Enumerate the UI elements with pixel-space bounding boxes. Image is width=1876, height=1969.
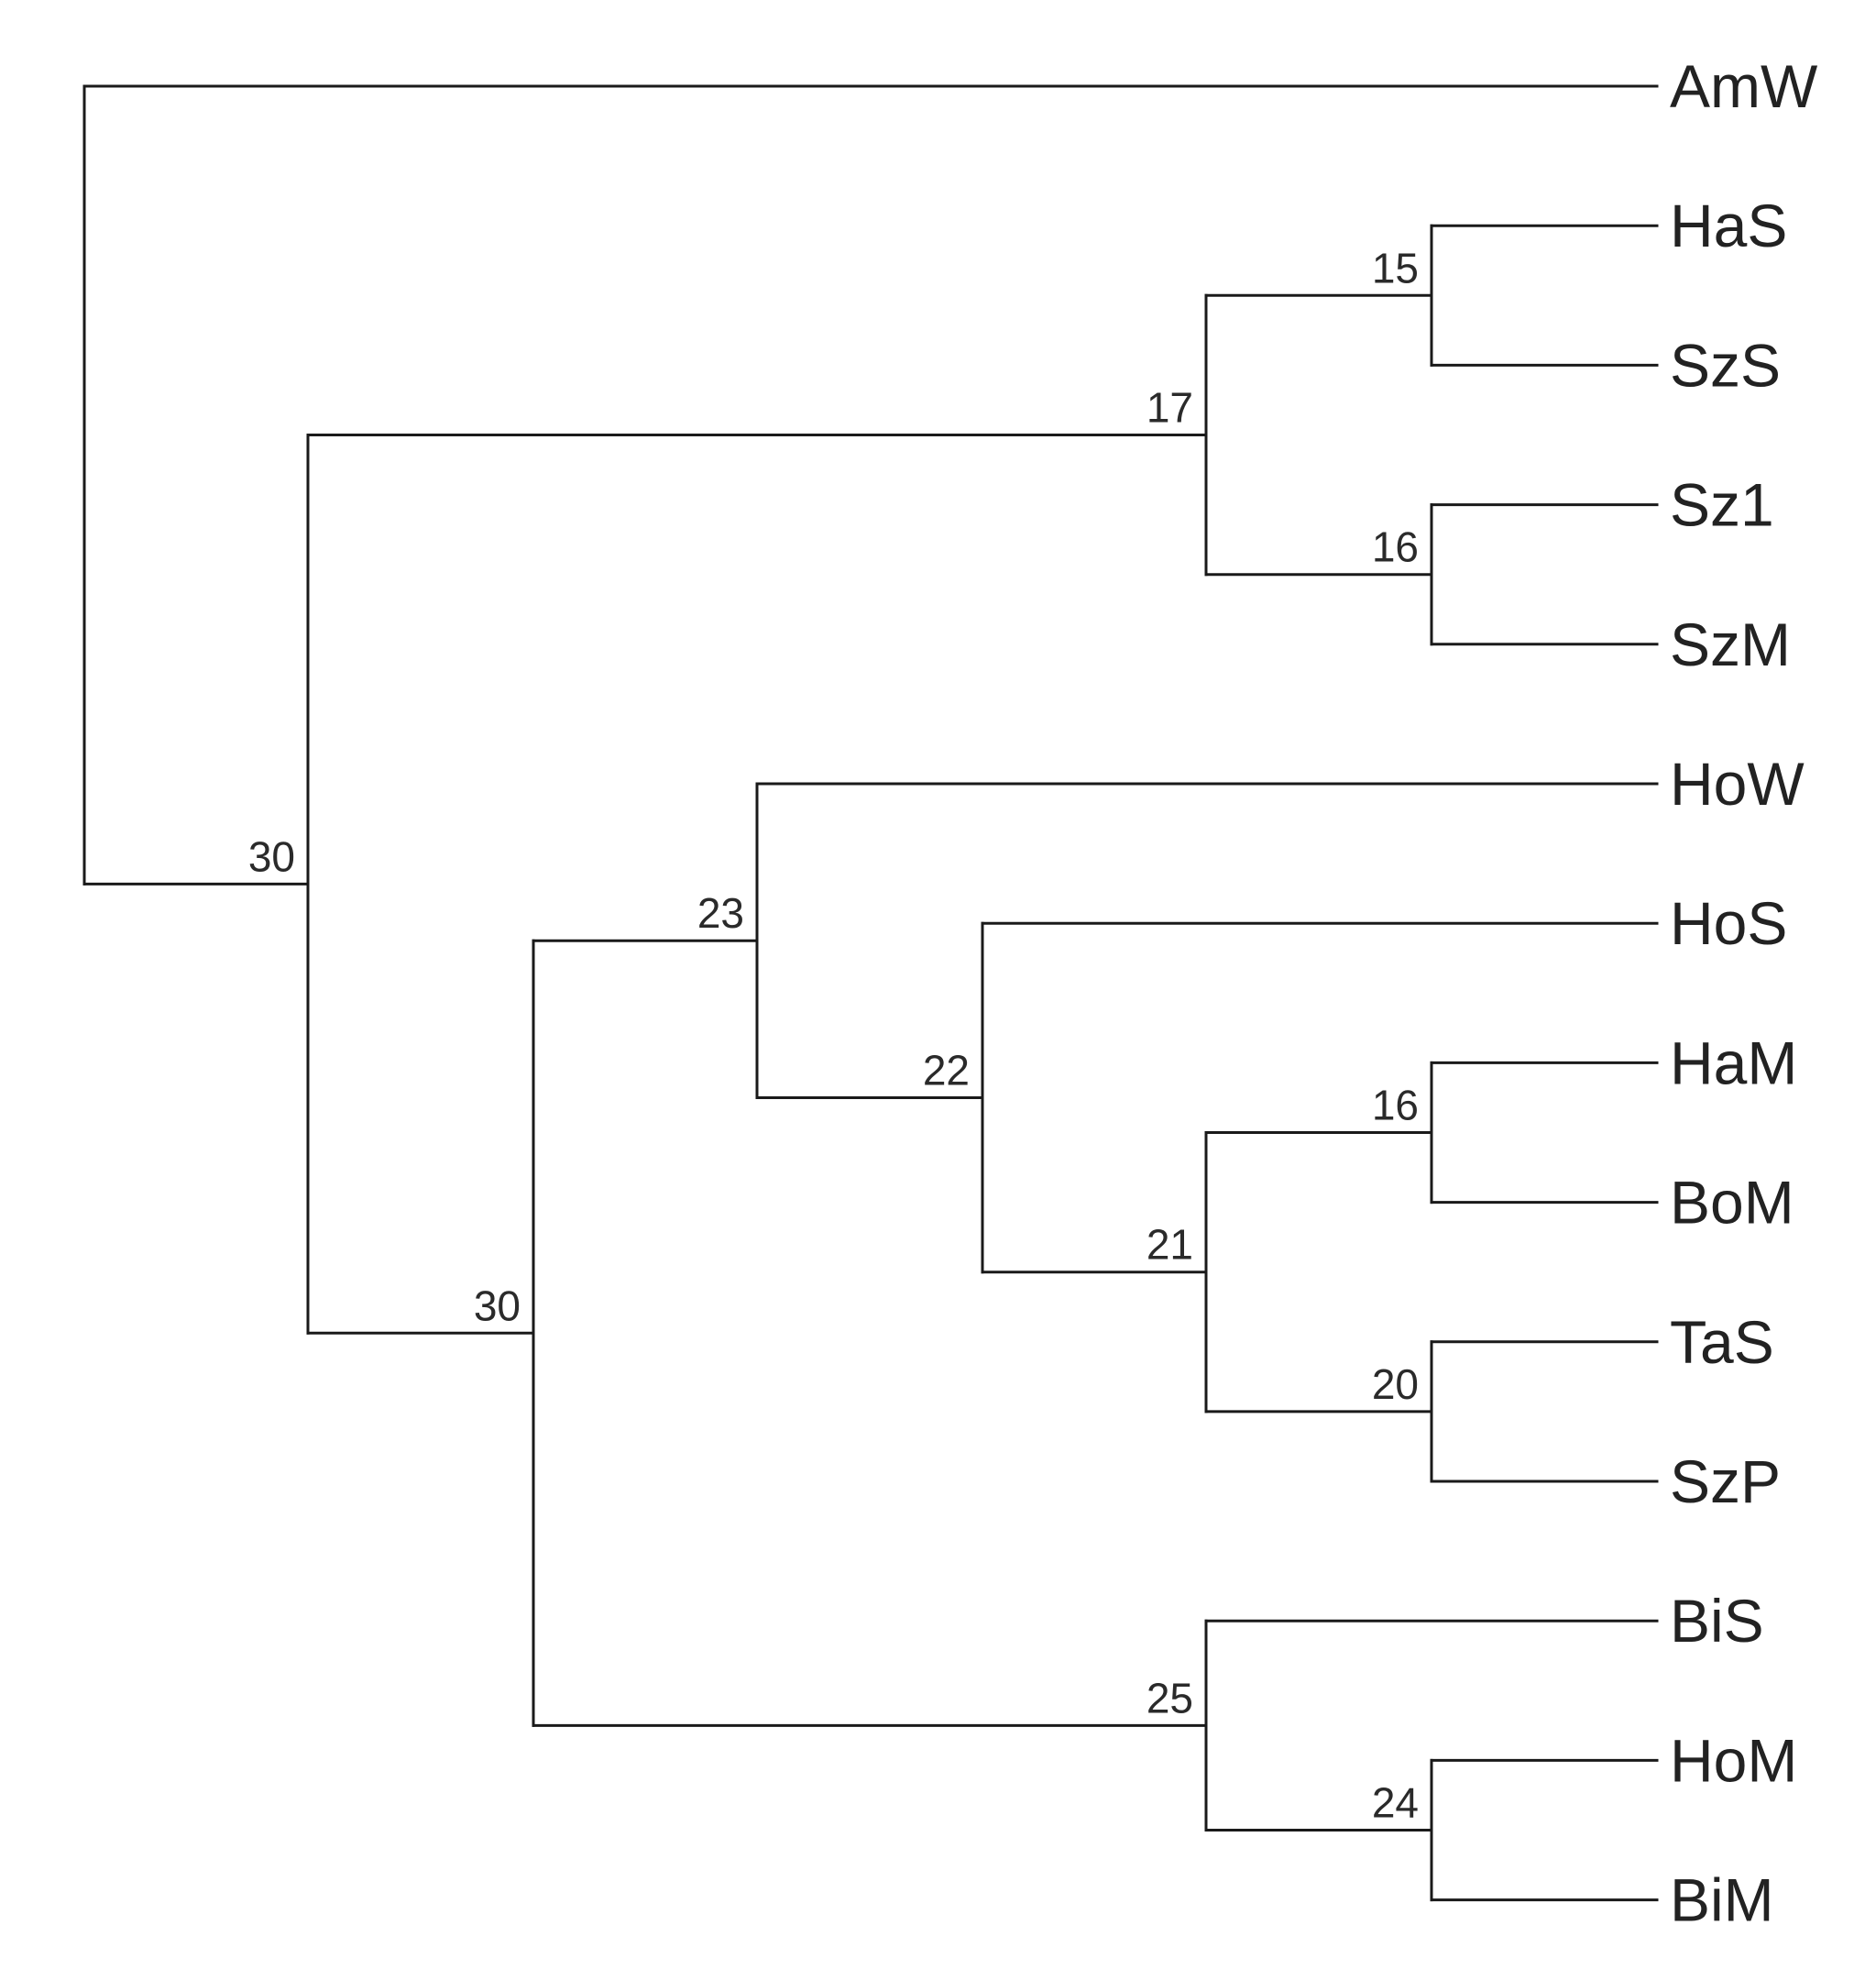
leaf-label-tas: TaS [1670,1308,1774,1376]
node-label-n25: 25 [1146,1674,1193,1722]
leaf-label-szp: SzP [1670,1447,1781,1515]
leaf-label-bim: BiM [1670,1866,1774,1934]
node-label-n15: 15 [1372,244,1419,292]
leaf-label-amw: AmW [1670,52,1818,120]
leaf-label-bis: BiS [1670,1587,1764,1655]
leaf-label-how: HoW [1670,750,1805,818]
leaf-label-szs: SzS [1670,331,1781,399]
leaf-label-has: HaS [1670,192,1787,259]
leaf-label-bom: BoM [1670,1169,1794,1237]
leaf-label-ham: HaM [1670,1028,1797,1096]
dendrogram-node-labels: 15 16 17 16 20 21 22 23 24 25 30 30 [248,244,1419,1826]
leaf-label-hom: HoM [1670,1726,1797,1794]
node-label-n30b: 30 [474,1282,521,1329]
node-label-n23: 23 [697,889,744,937]
dendrogram-branches [82,84,1659,1902]
node-label-n17: 17 [1146,384,1193,432]
node-label-n30a: 30 [248,832,295,880]
node-label-n21: 21 [1146,1221,1193,1269]
node-label-n22: 22 [923,1046,970,1094]
node-label-n16b: 16 [1372,1082,1419,1129]
leaf-label-hos: HoS [1670,889,1787,957]
leaf-label-sz1: Sz1 [1670,471,1774,539]
node-label-n16a: 16 [1372,523,1419,571]
node-label-n24: 24 [1372,1779,1419,1827]
node-label-n20: 20 [1372,1360,1419,1408]
leaf-label-szm: SzM [1670,610,1791,678]
